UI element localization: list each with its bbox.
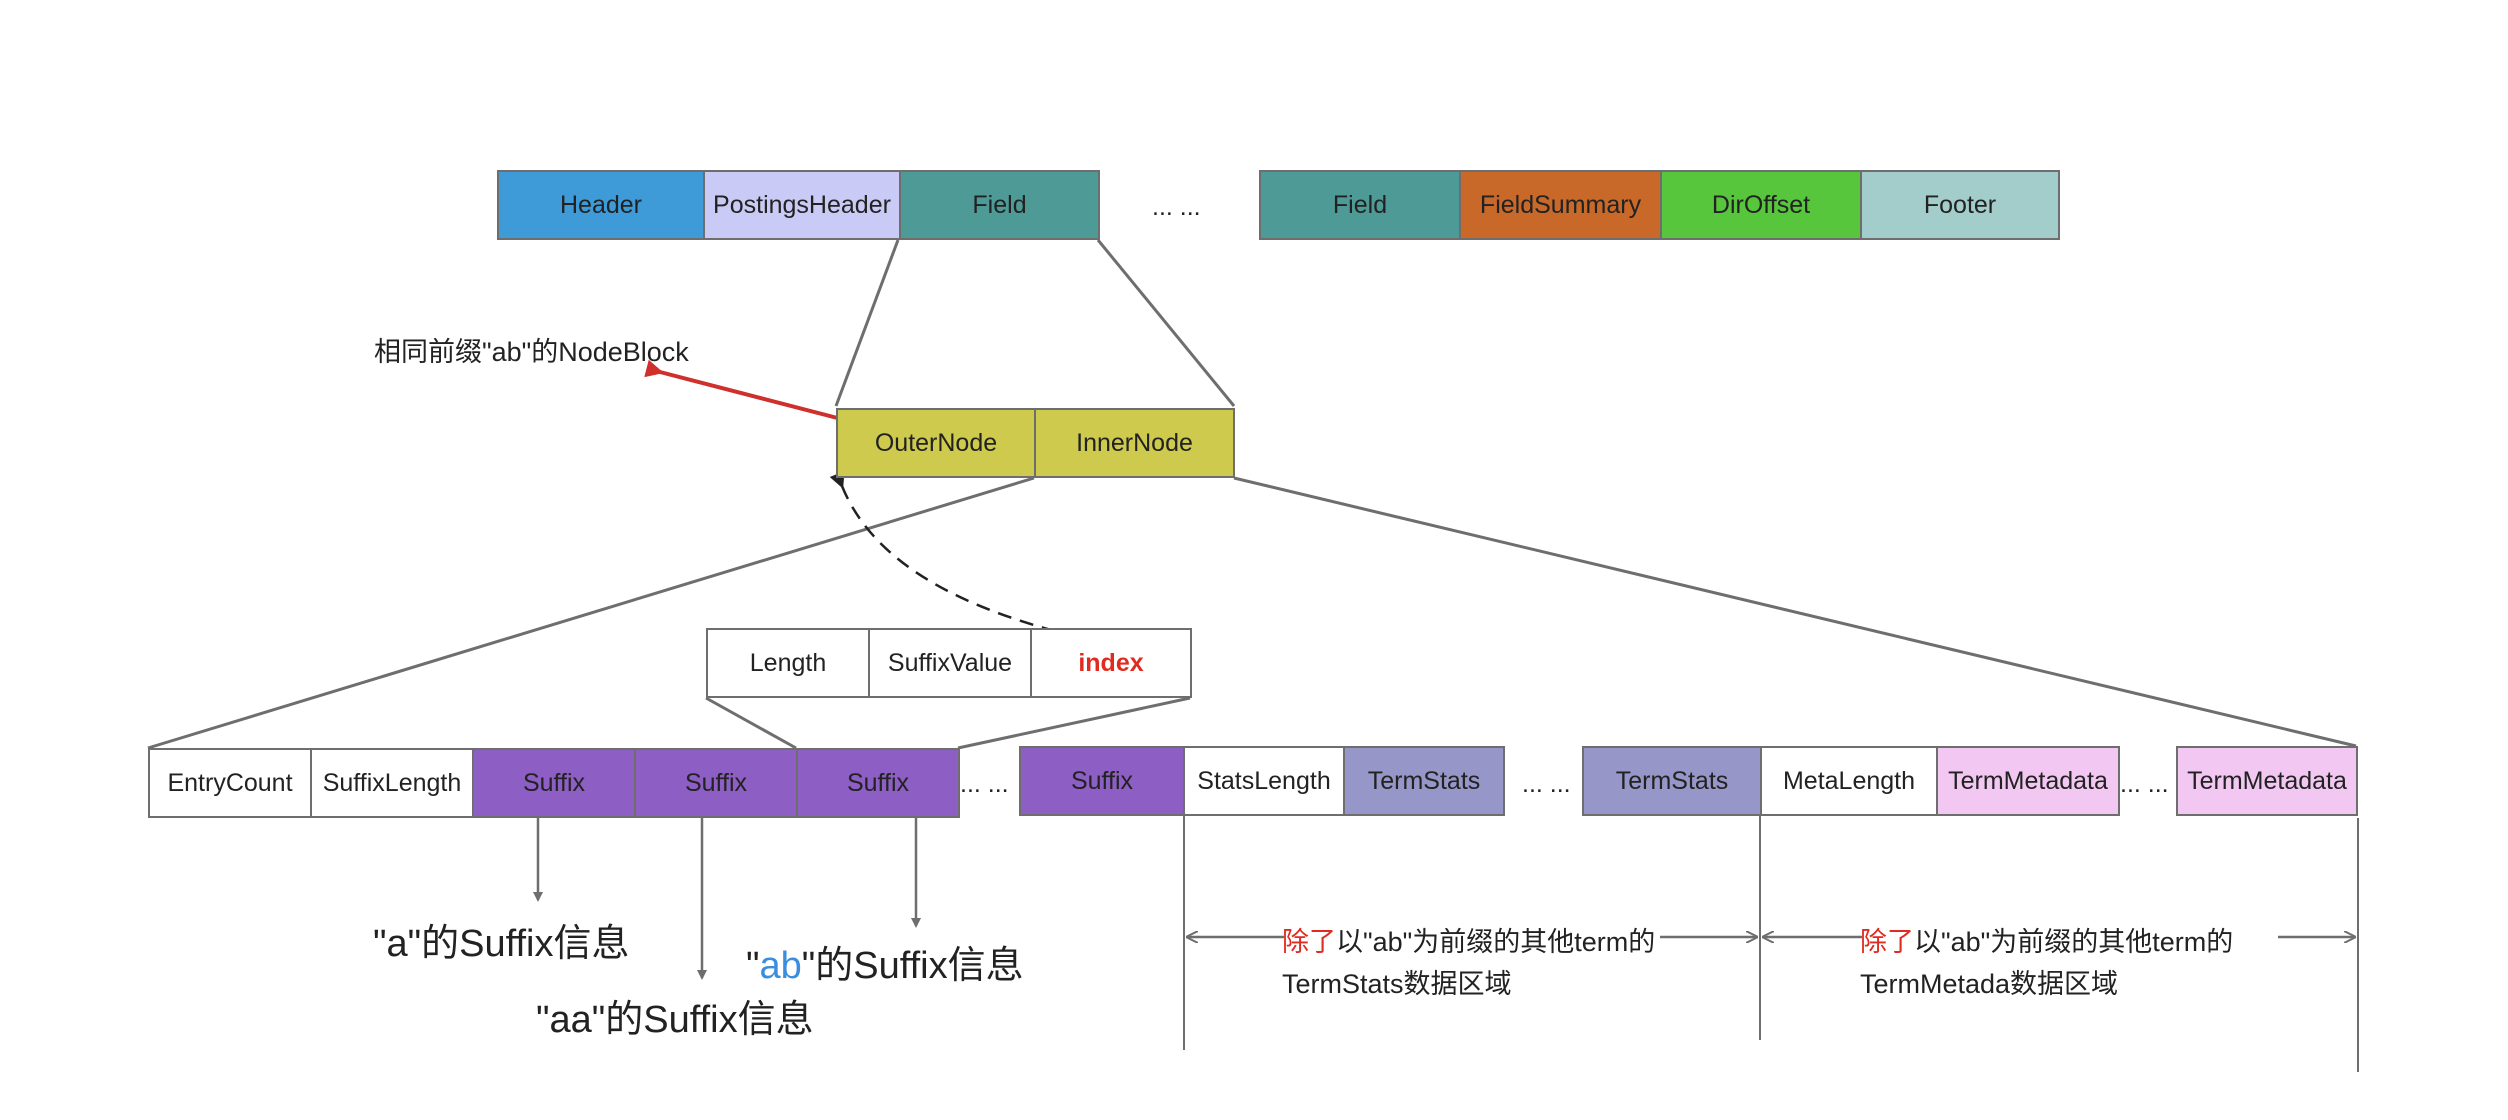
dir-offset-label: DirOffset bbox=[1711, 190, 1811, 219]
term-stats-label-1: TermStats bbox=[1367, 766, 1481, 795]
index-block: index bbox=[1030, 628, 1192, 698]
meta-length-block: MetaLength bbox=[1760, 746, 1938, 816]
stats-range-line1: 除了以"ab"为前缀的其他term的 bbox=[1282, 920, 1655, 959]
index-pointer-dashed-arrow bbox=[829, 470, 1101, 644]
term-stats-block-1: TermStats bbox=[1343, 746, 1505, 816]
term-metadata-label-1: TermMetadata bbox=[1948, 766, 2108, 795]
inner-expand-left-line bbox=[147, 476, 1035, 750]
suffix-length-block: SuffixLength bbox=[310, 748, 474, 818]
term-stats-label-2: TermStats bbox=[1615, 766, 1729, 795]
index-label: index bbox=[1078, 648, 1144, 677]
bottom-ellipsis-3: ... ... bbox=[2120, 770, 2169, 798]
footer-block: Footer bbox=[1860, 170, 2060, 240]
meta-red-text: 除了 bbox=[1860, 927, 1914, 957]
suffix-block-1: Suffix bbox=[472, 748, 636, 818]
suffix-label-4: Suffix bbox=[1070, 766, 1134, 795]
suffix-detail-left-line bbox=[705, 696, 797, 750]
field-label-2: Field bbox=[1332, 190, 1388, 219]
length-label: Length bbox=[749, 648, 827, 677]
stats-line1-text: 以"ab"为前缀的其他term的 bbox=[1336, 927, 1656, 957]
ab-quote-open: " bbox=[746, 945, 760, 987]
term-metadata-label-2: TermMetadata bbox=[2187, 766, 2347, 795]
a-suffix-annotation: "a"的Suffix信息 bbox=[373, 923, 630, 965]
entry-count-block: EntryCount bbox=[148, 748, 312, 818]
length-block: Length bbox=[706, 628, 870, 698]
field-block-2: Field bbox=[1259, 170, 1461, 240]
field-block-1: Field bbox=[899, 170, 1100, 240]
meta-line1-text: 以"ab"为前缀的其他term的 bbox=[1914, 927, 2234, 957]
bottom-ellipsis-1: ... ... bbox=[960, 770, 1009, 798]
field-label-1: Field bbox=[972, 190, 1027, 219]
ab-suffix-annotation: "ab"的Suffix信息 bbox=[746, 934, 1024, 989]
suffix-value-label: SuffixValue bbox=[887, 648, 1013, 677]
stats-length-block: StatsLength bbox=[1183, 746, 1345, 816]
postings-header-label: PostingsHeader bbox=[713, 190, 891, 219]
term-metadata-block-2: TermMetadata bbox=[2176, 746, 2358, 816]
suffix-block-4: Suffix bbox=[1019, 746, 1185, 816]
suffix-block-2: Suffix bbox=[634, 748, 798, 818]
meta-range-line2: TermMetada数据区域 bbox=[1860, 969, 2119, 999]
field-expand-right-line bbox=[1096, 239, 1236, 407]
stats-length-label: StatsLength bbox=[1197, 766, 1331, 795]
suffix-length-label: SuffixLength bbox=[322, 768, 462, 797]
suffix-block-3: Suffix bbox=[796, 748, 960, 818]
inner-expand-right-line bbox=[1233, 476, 2357, 748]
dir-offset-block: DirOffset bbox=[1660, 170, 1862, 240]
field-summary-label: FieldSummary bbox=[1479, 190, 1642, 219]
suffix-detail-right-line bbox=[957, 696, 1191, 750]
outer-node-label: OuterNode bbox=[874, 428, 998, 457]
entry-count-label: EntryCount bbox=[167, 768, 293, 797]
nodeblock-callout: 相同前缀"ab"的NodeBlock bbox=[374, 337, 689, 367]
term-stats-block-2: TermStats bbox=[1582, 746, 1762, 816]
term-metadata-block-1: TermMetadata bbox=[1936, 746, 2120, 816]
suffix-value-block: SuffixValue bbox=[868, 628, 1032, 698]
footer-label: Footer bbox=[1923, 190, 1997, 219]
suffix-label-1: Suffix bbox=[522, 768, 586, 797]
outer-node-block: OuterNode bbox=[836, 408, 1036, 478]
field-expand-left-line bbox=[834, 239, 900, 407]
bottom-ellipsis-2: ... ... bbox=[1522, 770, 1571, 798]
postings-header-block: PostingsHeader bbox=[703, 170, 901, 240]
suffix-label-3: Suffix bbox=[846, 768, 910, 797]
top-ellipsis: ... ... bbox=[1152, 193, 1201, 221]
stats-red-text: 除了 bbox=[1282, 927, 1336, 957]
suffix-label-2: Suffix bbox=[684, 768, 748, 797]
ab-highlight: ab bbox=[759, 945, 802, 987]
meta-length-label: MetaLength bbox=[1782, 766, 1916, 795]
header-label: Header bbox=[560, 190, 642, 219]
inner-node-label: InnerNode bbox=[1076, 428, 1193, 457]
stats-range-line2: TermStats数据区域 bbox=[1282, 969, 1512, 999]
aa-suffix-annotation: "aa"的Suffix信息 bbox=[536, 999, 814, 1041]
ab-rest: "的Suffix信息 bbox=[801, 945, 1024, 987]
meta-range-line1: 除了以"ab"为前缀的其他term的 bbox=[1860, 920, 2233, 959]
header-block: Header bbox=[497, 170, 705, 240]
field-summary-block: FieldSummary bbox=[1459, 170, 1662, 240]
inner-node-block: InnerNode bbox=[1034, 408, 1235, 478]
